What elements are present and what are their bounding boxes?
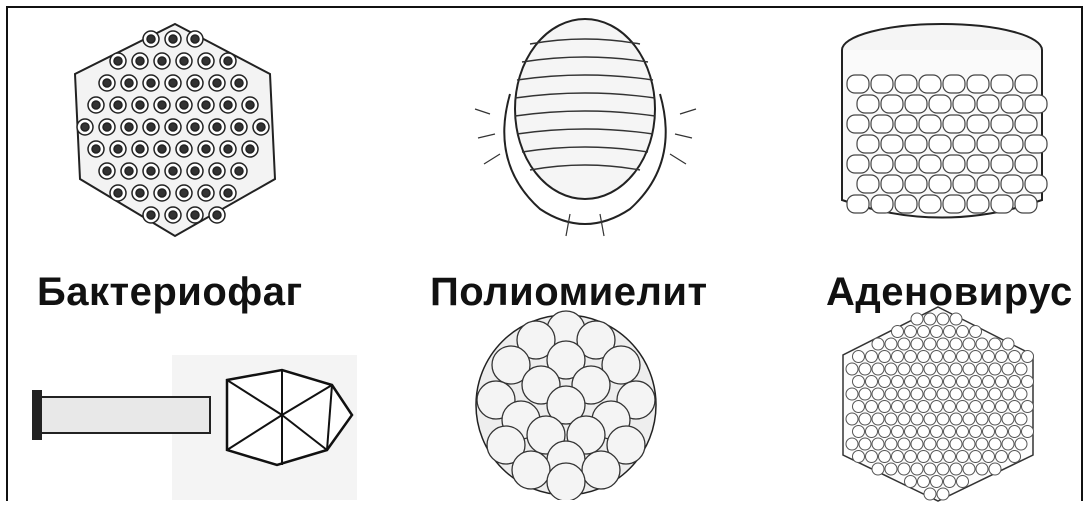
label-poliomyelitis: Полиомиелит [430, 270, 708, 315]
bacteriophage-capsid-drawing [55, 14, 295, 244]
poliomyelitis-side-drawing [470, 14, 700, 244]
adenovirus-icosahedron-drawing [838, 305, 1038, 503]
adenovirus-cylinder-drawing [835, 20, 1050, 230]
bacteriophage-tail-drawing [22, 355, 357, 500]
poliomyelitis-sphere-cluster-drawing [466, 310, 666, 500]
label-bacteriophage: Бактериофаг [37, 270, 303, 315]
